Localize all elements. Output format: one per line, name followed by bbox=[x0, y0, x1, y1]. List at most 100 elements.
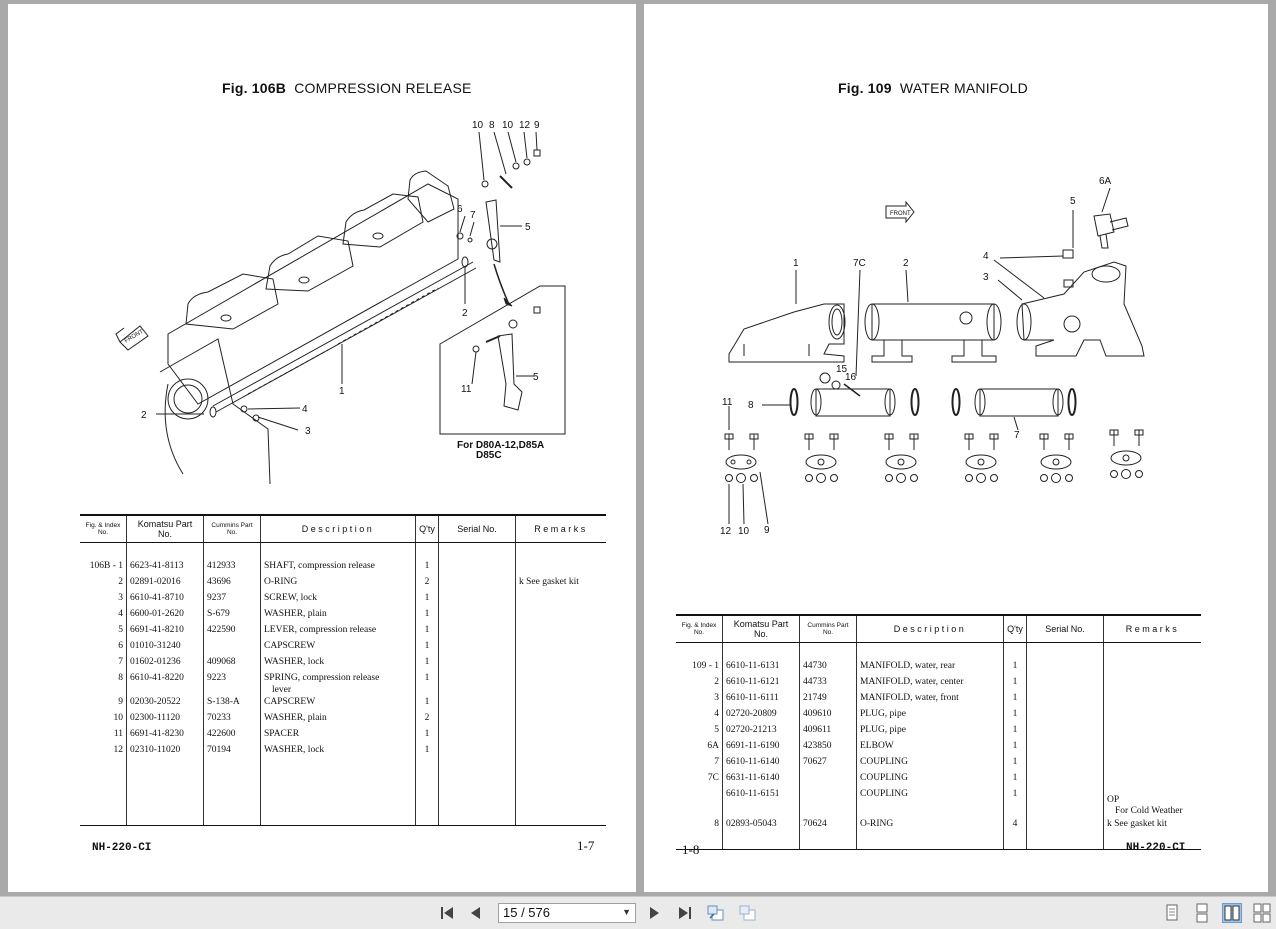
figure-title: Fig. 109 WATER MANIFOLD bbox=[838, 80, 1028, 96]
chevron-down-icon[interactable]: ▼ bbox=[622, 907, 631, 917]
callout-12: 12 bbox=[519, 120, 531, 131]
callout-1: 1 bbox=[339, 386, 345, 397]
figure-name: WATER MANIFOLD bbox=[899, 80, 1028, 96]
next-page-icon[interactable] bbox=[644, 903, 664, 923]
callout-2: 2 bbox=[903, 258, 909, 269]
callout-12: 12 bbox=[720, 526, 732, 537]
callout-15: 15 bbox=[836, 364, 848, 375]
callout-4: 4 bbox=[983, 251, 989, 262]
col-serial-no: Serial No. bbox=[1026, 614, 1104, 643]
callout-3: 3 bbox=[983, 272, 989, 283]
figure-title: Fig. 106B COMPRESSION RELEASE bbox=[222, 80, 472, 96]
callout-2b: 2 bbox=[141, 410, 147, 421]
figure-name: COMPRESSION RELEASE bbox=[294, 80, 472, 96]
first-page-icon[interactable] bbox=[438, 903, 458, 923]
col-komatsu-part-no: Komatsu Part No. bbox=[126, 514, 204, 543]
col-cummins-part-no: Cummins Part No. bbox=[799, 614, 857, 643]
col-fig-index: Fig. & Index No. bbox=[80, 514, 127, 543]
last-page-icon[interactable] bbox=[674, 903, 694, 923]
two-page-view-icon[interactable] bbox=[1222, 903, 1242, 923]
callout-6a: 6A bbox=[1099, 176, 1112, 187]
inset-note-line2: D85C bbox=[476, 450, 502, 461]
continuous-view-icon[interactable] bbox=[1192, 903, 1212, 923]
col-serial-no: Serial No. bbox=[438, 514, 516, 543]
bolt-set bbox=[724, 433, 759, 483]
footer-code: NH-220-CI bbox=[92, 842, 152, 854]
callout-10: 10 bbox=[738, 526, 750, 537]
parts-table-left: Fig. & Index No. Komatsu Part No. Cummin… bbox=[80, 514, 606, 826]
callout-8: 8 bbox=[748, 400, 754, 411]
callout-10: 10 bbox=[472, 120, 484, 131]
two-page-continuous-view-icon[interactable] bbox=[1252, 903, 1272, 923]
callout-labels: 6A 5 1 7C 2 4 3 15 16 11 8 7 12 10 9 FRO… bbox=[720, 176, 1112, 537]
viewer-toolbar: 15 / 576 ▼ bbox=[0, 896, 1276, 929]
col-fig-index: Fig. & Index No. bbox=[676, 614, 723, 643]
col-cummins-part-no: Cummins Part No. bbox=[203, 514, 261, 543]
callout-7: 7 bbox=[1014, 430, 1020, 441]
callout-labels: 10 8 10 12 9 6 7 5 2 1 2 4 3 11 5 FRONT … bbox=[124, 120, 544, 461]
page-number: 1-7 bbox=[577, 838, 595, 853]
callout-4: 4 bbox=[302, 404, 308, 415]
callout-9: 9 bbox=[534, 120, 540, 131]
figure-label: Fig. 109 bbox=[838, 80, 892, 96]
callout-5b: 5 bbox=[533, 372, 539, 383]
document-page-right: Fig. 109 WATER MANIFOLD bbox=[644, 4, 1268, 892]
water-manifold-diagram: 6A 5 1 7C 2 4 3 15 16 11 8 7 12 10 9 FRO… bbox=[720, 176, 1145, 537]
callout-2: 2 bbox=[462, 308, 468, 319]
callout-3: 3 bbox=[305, 426, 311, 437]
figure-label: Fig. 106B bbox=[222, 80, 287, 96]
col-description: Description bbox=[856, 614, 1004, 643]
footer-code: NH-220-CI bbox=[1126, 842, 1186, 854]
callout-5: 5 bbox=[1070, 196, 1076, 207]
callout-8: 8 bbox=[489, 120, 495, 131]
compression-release-diagram: 10 8 10 12 9 6 7 5 2 1 2 4 3 11 5 FRONT … bbox=[115, 120, 566, 485]
col-qty: Q'ty bbox=[415, 514, 439, 543]
callout-6: 6 bbox=[457, 204, 463, 215]
inset-note-line1: For D80A-12,D85A bbox=[457, 440, 544, 451]
callout-10b: 10 bbox=[502, 120, 514, 131]
callout-7c: 7C bbox=[853, 258, 866, 269]
col-remarks: Remarks bbox=[515, 514, 606, 543]
callout-9: 9 bbox=[764, 525, 770, 536]
go-forward-icon[interactable] bbox=[738, 903, 758, 923]
document-page-left: Fig. 106B COMPRESSION RELEASE bbox=[8, 4, 636, 892]
callout-7: 7 bbox=[470, 210, 476, 221]
go-back-icon[interactable] bbox=[706, 903, 726, 923]
col-qty: Q'ty bbox=[1003, 614, 1027, 643]
parts-table-right: Fig. & Index No. Komatsu Part No. Cummin… bbox=[676, 614, 1201, 850]
single-page-view-icon[interactable] bbox=[1162, 903, 1182, 923]
callout-11: 11 bbox=[722, 397, 733, 408]
page-number: 1-8 bbox=[682, 842, 700, 857]
callout-1: 1 bbox=[793, 258, 799, 269]
front-label: FRONT bbox=[890, 211, 911, 217]
previous-page-icon[interactable] bbox=[466, 903, 486, 923]
callout-11: 11 bbox=[461, 384, 472, 395]
col-remarks: Remarks bbox=[1103, 614, 1201, 643]
col-description: Description bbox=[260, 514, 416, 543]
col-komatsu-part-no: Komatsu Part No. bbox=[722, 614, 800, 643]
callout-16: 16 bbox=[845, 372, 857, 383]
callout-5: 5 bbox=[525, 222, 531, 233]
page-number-field[interactable]: 15 / 576 ▼ bbox=[498, 903, 636, 923]
